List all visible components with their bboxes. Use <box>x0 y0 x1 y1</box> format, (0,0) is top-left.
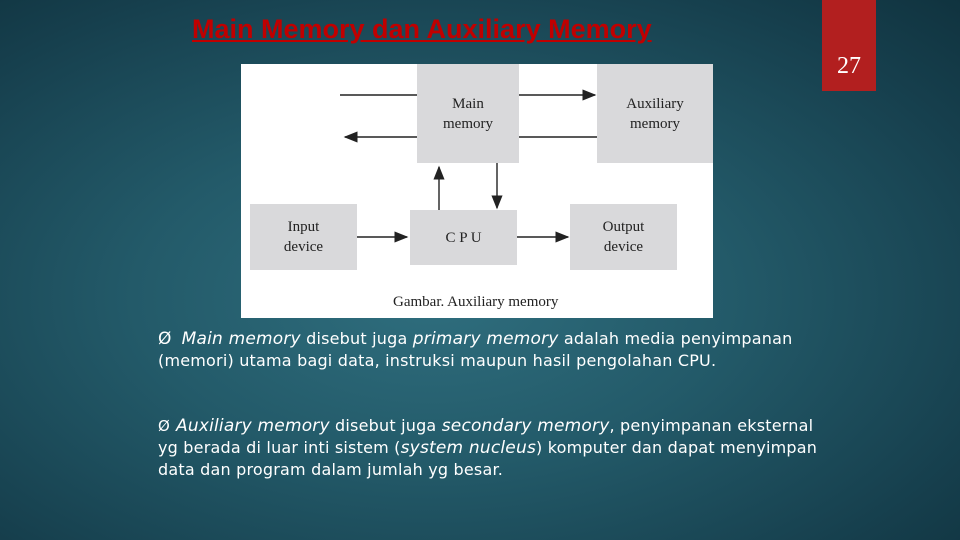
auxiliary-memory-label-1: Auxiliary <box>626 95 684 112</box>
output-device-box: Output device <box>570 204 677 270</box>
paragraph-main-memory: Ø Main memory disebut juga primary memory… <box>158 328 818 372</box>
auxiliary-memory-diagram: Main memory Auxiliary memory Input device C… <box>241 64 713 318</box>
input-device-label-1: Input <box>287 219 320 235</box>
p2-text-a: disebut juga <box>329 416 442 435</box>
auxiliary-memory-label-2: memory <box>630 115 680 132</box>
paragraph-auxiliary-memory: Ø Auxiliary memory disebut juga secondary… <box>158 415 818 481</box>
p2-text-c: ) komputer dan dapat menyimpan data dan … <box>158 438 818 479</box>
p1-text-a: disebut juga <box>300 329 413 348</box>
main-memory-label-2: memory <box>443 115 493 132</box>
cpu-box: C P U <box>410 210 517 265</box>
output-device-label-2: device <box>603 239 644 255</box>
term-main-memory: Main memory <box>181 329 301 349</box>
term-primary-memory: primary memory <box>412 329 559 349</box>
term-auxiliary-memory: Auxiliary memory <box>176 416 330 436</box>
input-device-box: Input device <box>250 204 357 270</box>
arrow-bullet-icon: Ø <box>158 329 172 349</box>
figure-caption: Gambar. Auxiliary memory <box>393 294 559 310</box>
page-number-badge: 27 <box>822 0 876 91</box>
slide-title: Main Memory dan Auxiliary Memory <box>192 14 652 44</box>
auxiliary-memory-box: Auxiliary memory <box>597 64 713 163</box>
main-memory-label-1: Main <box>452 95 484 112</box>
cpu-label: C P U <box>445 229 482 246</box>
output-device-label-1: Output <box>602 219 645 235</box>
term-system-nucleus: system nucleus <box>400 438 536 458</box>
main-memory-box: Main memory <box>417 64 519 163</box>
p2-text-b: , penyimpanan eksternal yg berada di lua… <box>158 416 814 457</box>
term-secondary-memory: secondary memory <box>441 416 610 436</box>
p1-text-b: adalah media penyimpanan (memori) utama … <box>158 329 793 370</box>
arrow-bullet-icon: Ø <box>158 417 171 435</box>
input-device-label-2: device <box>283 239 324 255</box>
